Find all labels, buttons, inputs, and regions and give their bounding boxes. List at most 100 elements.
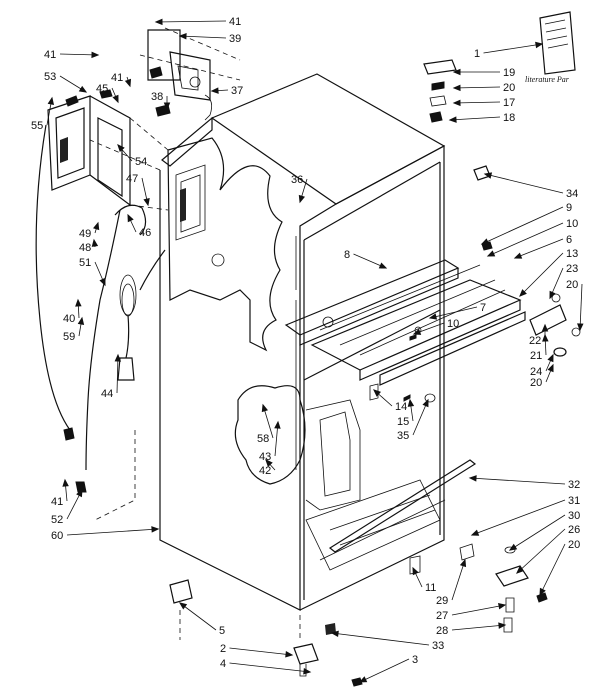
leader-arrowhead [127, 213, 134, 223]
callout-number: 20 [566, 279, 578, 291]
callout-c20a: 20 [452, 82, 515, 94]
callout-number: 7 [480, 302, 486, 314]
callout-c53: 53 [44, 71, 88, 93]
leader-line [453, 101, 501, 104]
leader-line [469, 477, 566, 485]
leader-line [179, 35, 227, 39]
leader-line [66, 528, 159, 536]
callout-number: 51 [79, 257, 91, 269]
leader-arrowhead [547, 353, 554, 363]
leader-line [451, 559, 466, 601]
callout-c30: 30 [508, 510, 580, 551]
callout-number: 27 [436, 610, 448, 622]
leader-line [229, 662, 311, 673]
callout-c47: 47 [126, 173, 150, 207]
callout-number: 22 [529, 335, 541, 347]
callout-c18: 18 [448, 112, 515, 124]
callout-number: 41 [111, 72, 123, 84]
callout-number: 45 [96, 83, 108, 95]
wiring-harness [35, 124, 166, 493]
callout-c8: 8 [344, 249, 388, 269]
callout-number: 34 [566, 188, 578, 200]
callout-number: 59 [63, 331, 75, 343]
callout-c49: 49 [79, 221, 100, 240]
leader-arrowhead [541, 323, 549, 332]
callout-number: 43 [259, 451, 271, 463]
leader-arrowhead [412, 566, 419, 576]
leader-arrowhead [448, 116, 457, 123]
callout-c10b: 10 [412, 318, 459, 335]
callout-number: 11 [425, 582, 436, 594]
leader-line [155, 20, 227, 23]
leader-arrowhead [412, 328, 422, 335]
callout-number: 33 [432, 640, 444, 652]
leader-line [229, 647, 293, 656]
callout-number: 35 [397, 430, 409, 442]
callout-c28: 28 [436, 622, 507, 637]
callout-number: 19 [503, 67, 515, 79]
callout-number: 2 [220, 643, 226, 655]
callout-number: 32 [568, 479, 580, 491]
callout-number: 53 [44, 71, 56, 83]
callout-number: 29 [436, 595, 448, 607]
callout-number: 47 [126, 173, 138, 185]
leader-arrowhead [154, 18, 163, 26]
callout-number: 42 [259, 465, 271, 477]
callout-number: 9 [566, 202, 572, 214]
callout-number: 38 [151, 91, 163, 103]
leader-arrowhead [470, 529, 480, 536]
callout-number: 58 [257, 433, 269, 445]
leader-line [471, 499, 566, 536]
leader-arrowhead [91, 51, 100, 59]
callout-number: 55 [31, 120, 43, 132]
leader-line [449, 116, 501, 121]
leader-arrowhead [516, 566, 524, 574]
callout-c41b: 41 [44, 49, 100, 61]
leader-arrowhead [265, 459, 273, 468]
leader-arrowhead [483, 172, 493, 179]
callout-c13: 13 [519, 248, 578, 297]
leader-line [487, 222, 564, 257]
leader-line [514, 238, 564, 259]
leader-line [179, 602, 217, 631]
callout-c14: 14 [373, 389, 407, 413]
refrigerator-cabinet [89, 73, 446, 611]
leader-arrowhead [539, 587, 546, 597]
callout-number: 41 [229, 16, 241, 28]
leader-arrowhead [330, 630, 339, 638]
callout-number: 13 [566, 248, 578, 260]
callout-c26: 26 [516, 524, 580, 574]
shelf-bracket-assembly [284, 259, 526, 403]
callout-c34: 34 [483, 172, 578, 200]
callout-number: 48 [79, 242, 91, 254]
callout-number: 6 [566, 234, 572, 246]
control-components [139, 27, 241, 121]
callout-number: 17 [503, 97, 515, 109]
leader-arrowhead [508, 543, 518, 551]
callout-c10a: 10 [486, 218, 578, 257]
callout-c17: 17 [452, 97, 515, 109]
callout-c33: 33 [330, 630, 444, 652]
callout-c11: 11 [412, 566, 436, 594]
callout-number: 54 [135, 156, 147, 168]
leader-arrowhead [459, 558, 467, 568]
leader-arrowhead [549, 290, 556, 300]
callout-c5: 5 [178, 602, 225, 637]
leader-line [509, 514, 566, 551]
leader-arrowhead [151, 526, 160, 533]
callout-c40: 40 [63, 298, 82, 325]
callout-c39: 39 [178, 33, 241, 45]
callout-number: 60 [51, 530, 63, 542]
leader-arrowhead [298, 194, 306, 204]
hinge-parts [423, 59, 491, 181]
leader-arrowhead [163, 102, 171, 111]
callout-number: 41 [51, 496, 63, 508]
callout-c58: 58 [257, 403, 274, 445]
callout-number: 10 [566, 218, 578, 230]
callout-number: 15 [397, 416, 409, 428]
leader-line [451, 604, 506, 616]
callout-number: 24 [530, 366, 542, 378]
leader-line [579, 283, 583, 331]
